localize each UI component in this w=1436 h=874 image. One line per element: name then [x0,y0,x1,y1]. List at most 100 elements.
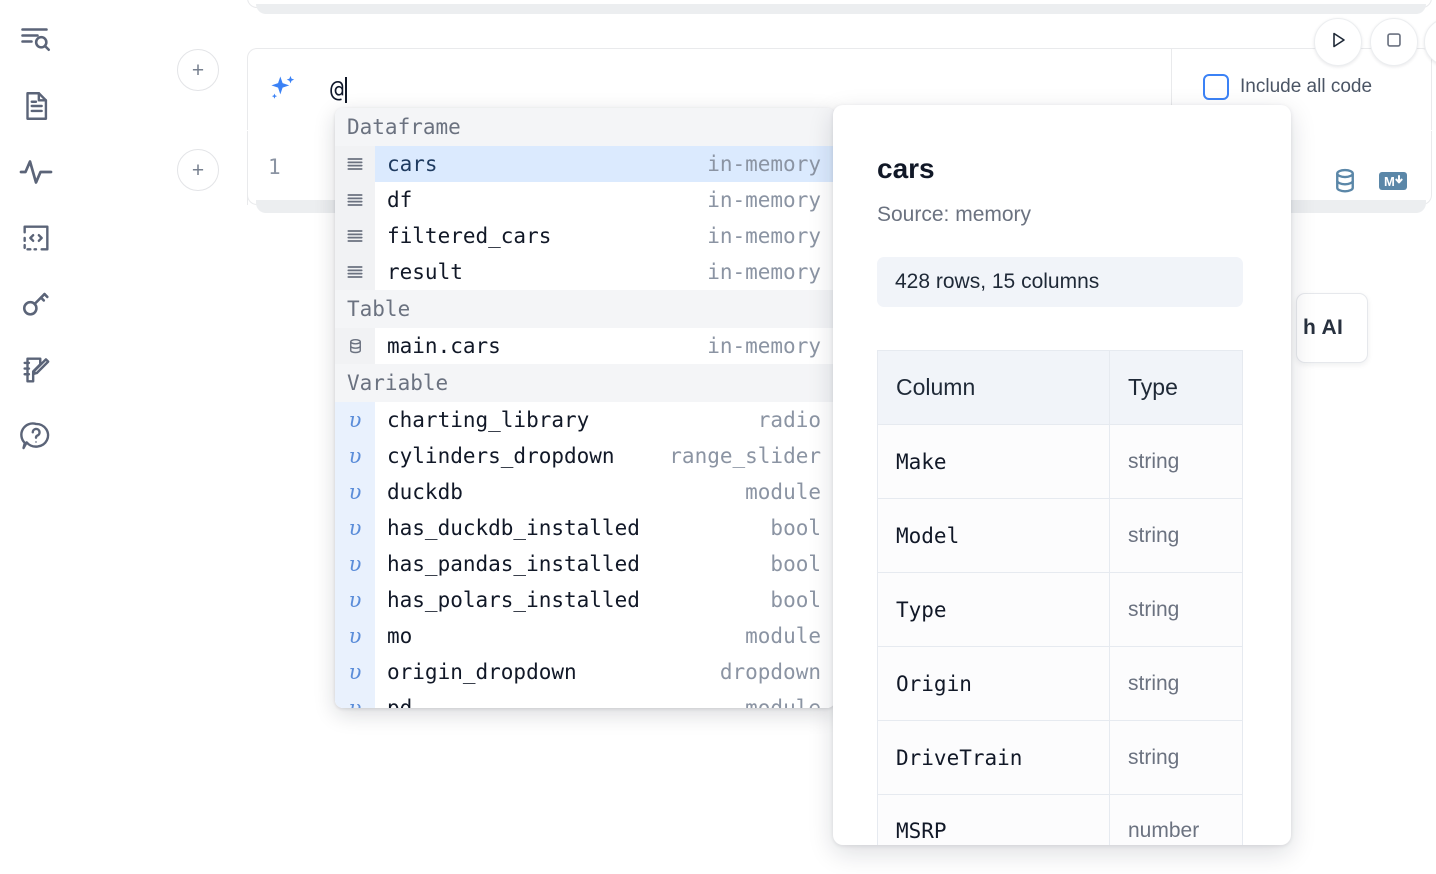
activity-icon [18,154,54,190]
add-cell-button-bottom[interactable]: + [177,149,219,191]
document-icon [19,89,53,123]
autocomplete-item-name: has_pandas_installed [387,552,640,576]
autocomplete-item[interactable]: υ origin_dropdown dropdown [335,654,835,690]
autocomplete-item-name: duckdb [387,480,463,504]
include-all-code-label: Include all code [1240,76,1373,97]
scratchpad-icon [19,353,53,387]
code-cell-left-border [247,131,248,205]
add-cell-button-top[interactable]: + [177,49,219,91]
autocomplete-item-name: result [387,260,463,284]
generate-with-ai-card[interactable]: h AI [1296,293,1368,363]
autocomplete-item[interactable]: filtered_cars in-memory [335,218,835,254]
plus-icon: + [191,158,205,182]
table-cell-column-name: MSRP [877,794,1109,845]
autocomplete-item[interactable]: υ has_polars_installed bool [335,582,835,618]
autocomplete-item-name: pd [387,696,413,708]
table-cell-column-name: DriveTrain [877,720,1109,794]
autocomplete-item[interactable]: υ cylinders_dropdown range_slider [335,438,835,474]
variable-icon: υ [335,690,375,708]
table-column-header: Type [1109,350,1243,424]
sparkle-icon [266,72,300,106]
autocomplete-item-type: radio [757,408,821,432]
autocomplete-item-type: in-memory [707,334,821,358]
autocomplete-item-type: range_slider [669,444,821,468]
preview-source: Source: memory [877,203,1032,226]
table-cell-column-type: string [1109,646,1243,720]
variable-icon: υ [335,510,375,546]
table-cell-column-type: string [1109,572,1243,646]
include-all-code-checkbox[interactable]: Include all code [1203,74,1372,100]
autocomplete-item-type: dropdown [719,660,821,684]
sidebar-item-scratchpad[interactable] [14,348,58,392]
sidebar-item-notebook[interactable] [14,84,58,128]
markdown-icon[interactable]: M [1378,169,1408,198]
variable-icon: υ [335,438,375,474]
table-cell-column-type: string [1109,424,1243,498]
variable-icon: υ [335,402,375,438]
dataframe-icon [335,218,375,254]
autocomplete-item-name: has_duckdb_installed [387,516,640,540]
ai-prompt-input[interactable]: @ [330,70,1150,110]
table-cell-column-name: Make [877,424,1109,498]
autocomplete-item[interactable]: main.cars in-memory [335,328,835,364]
run-button[interactable] [1314,18,1362,66]
sidebar-item-secrets[interactable] [14,282,58,326]
left-sidebar [0,0,72,874]
sidebar-item-explore[interactable] [14,18,58,62]
autocomplete-item-name: mo [387,624,413,648]
sidebar-item-help[interactable] [14,414,58,458]
key-icon [19,287,53,321]
table-column-header: Column [877,350,1109,424]
square-icon [1383,29,1405,56]
dataframe-icon [335,146,375,182]
autocomplete-item-name: cylinders_dropdown [387,444,615,468]
ai-prompt-value: @ [330,77,344,103]
sidebar-item-activity[interactable] [14,150,58,194]
autocomplete-item-type: module [745,480,821,504]
autocomplete-item-name: filtered_cars [387,224,552,248]
ai-cell-divider [1171,48,1172,130]
autocomplete-item[interactable]: υ charting_library radio [335,402,835,438]
autocomplete-item-type: module [745,696,821,708]
cell-card-above-footer [256,4,1426,14]
text-caret [344,77,347,103]
search-outline-icon [18,22,54,58]
autocomplete-group-header: Variable [335,364,835,402]
checkbox-box[interactable] [1203,74,1229,100]
autocomplete-item-name: charting_library [387,408,590,432]
variable-icon: υ [335,582,375,618]
table-cell-column-name: Origin [877,646,1109,720]
table-cell-column-type: number [1109,794,1243,845]
table-cell-column-type: string [1109,720,1243,794]
autocomplete-item-name: has_polars_installed [387,588,640,612]
sidebar-item-snippets[interactable] [14,216,58,260]
autocomplete-item-type: in-memory [707,224,821,248]
autocomplete-item-name: df [387,188,413,212]
table-cell-column-name: Model [877,498,1109,572]
preview-title: cars [877,153,935,184]
stop-button[interactable] [1370,18,1418,66]
variable-icon: υ [335,654,375,690]
autocomplete-item-type: bool [770,588,821,612]
autocomplete-item-type: bool [770,552,821,576]
autocomplete-item-name: origin_dropdown [387,660,577,684]
database-icon[interactable] [1330,166,1360,201]
autocomplete-item-name: main.cars [387,334,501,358]
